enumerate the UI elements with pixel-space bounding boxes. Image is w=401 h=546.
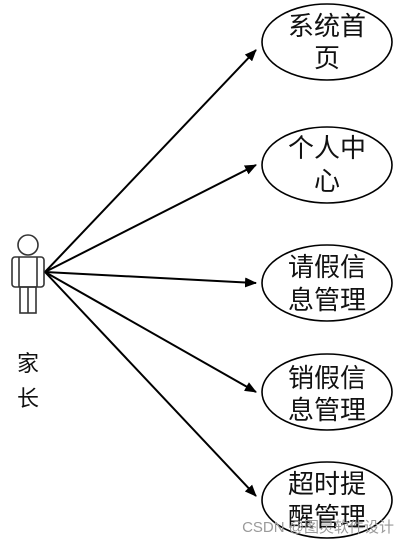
use-case-uc3: 请假信 息管理 xyxy=(261,244,393,322)
use-case-uc5: 超时提 醒管理 xyxy=(261,461,393,539)
use-case-label-line-1: 系统首 xyxy=(288,12,366,42)
use-case-label-line-2: 页 xyxy=(314,44,340,74)
use-case-label-line-1: 个人中 xyxy=(288,134,366,164)
associations xyxy=(44,49,257,497)
use-case-label-line-1: 销假信 xyxy=(288,364,366,394)
use-case-label-line-2: 心 xyxy=(314,167,340,197)
use-case-ellipse xyxy=(261,461,393,539)
use-case-uc2: 个人中 心 xyxy=(261,126,393,204)
watermark: CSDN @图灵软件设计 xyxy=(242,519,394,536)
actor-figure xyxy=(11,234,45,314)
use-case-ellipse xyxy=(261,353,393,431)
actor-label-line-1: 家 xyxy=(17,352,39,377)
use-case-uc4: 销假信 息管理 xyxy=(261,353,393,431)
use-case-label-line-1: 请假信 xyxy=(288,253,366,283)
use-case-label-line-2: 醒管理 xyxy=(288,503,366,533)
actor-label-line-2: 长 xyxy=(17,387,39,412)
use-case-label-line-2: 息管理 xyxy=(288,286,366,316)
association-arrow-uc1 xyxy=(44,49,257,273)
association-arrow-uc2 xyxy=(44,164,257,273)
actor-body xyxy=(11,256,45,288)
use-case-ellipse xyxy=(261,126,393,204)
use-case-ellipse xyxy=(261,3,393,81)
use-case-label-line-1: 超时提 xyxy=(288,470,366,500)
actor-head xyxy=(17,234,39,256)
association-arrow-uc3 xyxy=(44,271,257,288)
use-case-ellipse xyxy=(261,244,393,322)
association-arrow-uc5 xyxy=(44,271,257,497)
use-case-uc1: 系统首 页 xyxy=(261,3,393,81)
use-case-label-line-2: 息管理 xyxy=(288,396,366,426)
association-arrow-uc4 xyxy=(44,271,257,393)
